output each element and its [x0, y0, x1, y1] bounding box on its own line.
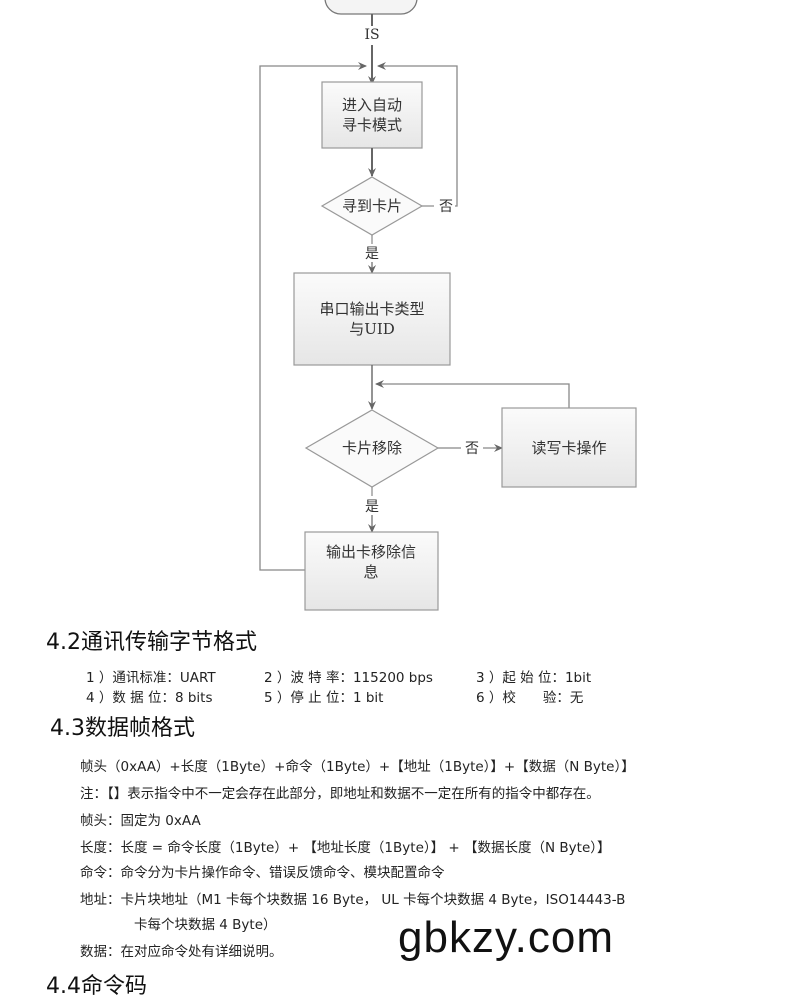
spec-item-data-bits: 4 ）数 据 位：8 bits	[86, 690, 213, 706]
serial-output-text-2: 与UID	[349, 320, 395, 338]
yes-label-1: 是	[365, 246, 379, 262]
section-4-2-title: 4.2通讯传输字节格式	[46, 630, 257, 655]
read-write-loop-line	[375, 380, 570, 408]
output-removed-box	[304, 531, 439, 611]
card-removed-text: 卡片移除	[342, 439, 402, 457]
svg-text:寻卡模式: 寻卡模式	[342, 116, 402, 134]
frame-address-desc: 地址：卡片块地址（M1 卡每个块数据 16 Byte， UL 卡每个块数据 4 …	[80, 892, 626, 908]
read-write-box	[501, 407, 637, 488]
svg-text:息: 息	[363, 563, 378, 581]
output-removed-text-1: 输出卡移除信	[326, 543, 416, 561]
loop-back-line	[259, 62, 367, 571]
section-4-4-title: 4.4命令码	[46, 974, 147, 999]
svg-text:进入自动: 进入自动	[342, 96, 402, 114]
auto-search-box	[321, 81, 423, 149]
auto-search-text-1: 进入自动	[342, 96, 402, 114]
spec-row-1: 1 ）通讯标准：UART 2 ）波 特 率：115200 bps 3 ）起 始 位：…	[86, 666, 591, 686]
frame-format: 帧头（0xAA）+长度（1Byte）+命令（1Byte）+【地址（1Byte）】…	[80, 759, 635, 775]
watermark: gbkzy.com	[398, 913, 615, 962]
frame-address-desc-cont: 卡每个块数据 4 Byte）	[134, 917, 277, 933]
serial-output-text-1: 串口输出卡类型	[319, 300, 424, 318]
spec-item-baud: 2 ）波 特 率：115200 bps	[264, 670, 433, 686]
output-removed-text-2: 息	[363, 563, 378, 581]
loop-no-line	[377, 62, 458, 207]
spec-item-stop-bit: 5 ）停 止 位：1 bit	[264, 690, 384, 706]
read-write-text: 读写卡操作	[531, 439, 606, 457]
auto-search-text-2: 寻卡模式	[342, 116, 402, 134]
spec-row-2: 4 ）数 据 位：8 bits 5 ）停 止 位：1 bit 6 ）校 验：无	[86, 686, 583, 706]
spec-item-start-bit: 3 ）起 始 位：1bit	[476, 670, 592, 686]
svg-text:输出卡移除信: 输出卡移除信	[326, 543, 416, 561]
serial-output-box	[293, 272, 451, 366]
section-4-3-title: 4.3数据帧格式	[50, 716, 195, 741]
spec-item-parity: 6 ）校 验：无	[476, 690, 584, 706]
no-label-1: 否	[439, 199, 453, 215]
svg-text:与UID: 与UID	[349, 320, 395, 338]
yes-label-2: 是	[365, 499, 379, 515]
spec-item-standard: 1 ）通讯标准：UART	[86, 670, 216, 686]
no-label-2: 否	[465, 441, 479, 457]
frame-data-desc: 数据：在对应命令处有详细说明。	[80, 944, 283, 960]
frame-header-desc: 帧头：固定为 0xAA	[80, 813, 201, 829]
start-terminator	[324, 0, 418, 15]
frame-note: 注：【】表示指令中不一定会存在此部分，即地址和数据不一定在所有的指令中都存在。	[80, 786, 600, 802]
frame-length-desc: 长度：长度 = 命令长度（1Byte）+ 【地址长度（1Byte）】 + 【数据…	[80, 840, 611, 856]
start-label: IS	[364, 27, 379, 43]
flowchart: IS 进入自动 寻卡模式 寻到卡片 否 是 串口输出卡类型 与UID 卡片移除 …	[259, 0, 637, 611]
frame-command-desc: 命令：命令分为卡片操作命令、错误反馈命令、模块配置命令	[80, 865, 445, 881]
svg-text:串口输出卡类型: 串口输出卡类型	[319, 300, 424, 318]
found-card-text: 寻到卡片	[342, 197, 402, 215]
